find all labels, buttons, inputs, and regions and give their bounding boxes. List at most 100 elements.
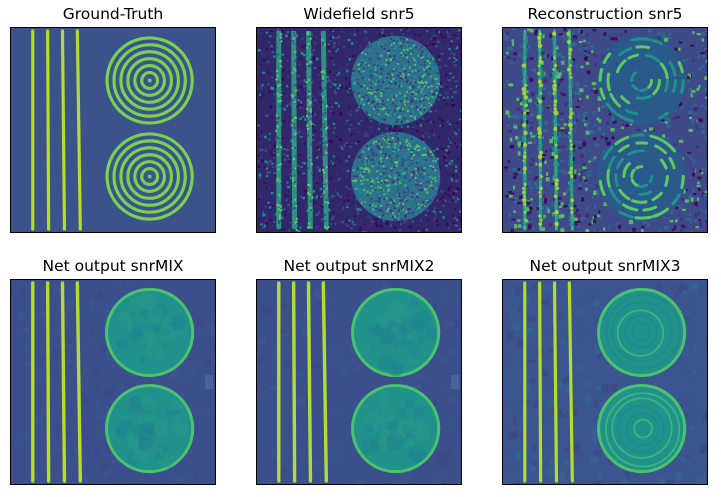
background-noise — [451, 99, 454, 101]
disc-noise — [353, 175, 356, 178]
net-disc-texture — [170, 400, 181, 411]
background-noise — [394, 126, 398, 129]
net-disc-texture — [148, 325, 162, 339]
background-noise — [563, 28, 567, 32]
background-noise — [388, 220, 392, 223]
net-disc-texture — [410, 452, 420, 462]
stripe-speckle — [536, 103, 541, 108]
background-noise — [575, 66, 579, 69]
background-noise — [449, 72, 453, 75]
background-noise — [334, 222, 337, 226]
background-texture — [684, 412, 690, 419]
stripe-noise — [323, 153, 326, 156]
disc-noise — [359, 105, 362, 108]
background-noise — [295, 105, 299, 108]
background-noise — [338, 84, 341, 87]
stripe-noise — [324, 118, 327, 121]
background-noise — [460, 81, 461, 85]
background-noise — [671, 143, 677, 147]
background-noise — [452, 61, 456, 64]
disc-noise — [421, 49, 424, 52]
disc-noise — [422, 109, 425, 112]
stripe-2 — [45, 281, 51, 483]
background-noise — [607, 123, 610, 126]
background-texture — [195, 471, 199, 479]
background-texture — [550, 381, 555, 387]
background-texture — [675, 471, 682, 480]
background-noise — [517, 141, 522, 146]
disc-noise — [389, 197, 392, 200]
disc-noise — [390, 167, 393, 170]
stripe-3 — [60, 29, 67, 231]
stripe-noise — [275, 34, 278, 37]
background-texture — [358, 297, 365, 304]
disc-noise — [364, 89, 366, 92]
disc-noise — [421, 88, 424, 91]
background-noise — [288, 102, 292, 106]
disc-noise — [375, 205, 378, 208]
disc-noise — [401, 164, 404, 167]
background-texture — [34, 417, 43, 424]
background-texture — [625, 472, 631, 480]
disc-noise — [385, 197, 388, 200]
net-disc-texture — [407, 357, 414, 365]
background-noise — [330, 37, 333, 40]
background-noise — [332, 155, 336, 158]
net-disc-texture — [379, 333, 391, 345]
background-noise — [642, 221, 647, 225]
background-noise — [337, 71, 341, 75]
disc-noise — [375, 63, 378, 66]
background-noise — [286, 197, 288, 199]
background-noise — [698, 118, 703, 123]
disc-noise — [390, 82, 393, 85]
background-noise — [514, 224, 517, 229]
disc-noise — [415, 89, 418, 92]
background-noise — [548, 223, 552, 227]
disc-noise — [356, 167, 359, 170]
background-noise — [447, 35, 450, 38]
net-disc-texture — [144, 353, 159, 368]
background-noise — [329, 39, 333, 42]
background-noise — [366, 215, 369, 218]
disc-noise — [401, 207, 403, 210]
disc-noise — [437, 83, 440, 86]
disc-noise — [390, 80, 393, 83]
background-texture — [56, 330, 64, 334]
background-noise — [317, 89, 320, 93]
background-noise — [265, 221, 269, 224]
background-noise — [282, 119, 286, 123]
disc-noise — [372, 107, 375, 110]
background-noise — [641, 225, 645, 229]
background-noise — [703, 193, 707, 197]
stripe-2 — [538, 281, 543, 483]
stripe-speckle — [552, 40, 556, 44]
background-noise — [681, 224, 685, 227]
disc-noise — [371, 165, 374, 168]
disc-noise — [384, 54, 387, 57]
disc-noise — [401, 162, 404, 165]
background-noise — [701, 31, 705, 37]
background-noise — [583, 111, 588, 115]
stripe-speckle — [538, 178, 542, 183]
background-noise — [541, 96, 545, 100]
disc-noise — [386, 50, 389, 52]
background-noise — [353, 33, 357, 36]
background-texture — [100, 352, 104, 357]
background-noise — [273, 151, 275, 155]
disc-noise — [381, 99, 384, 102]
disc-noise — [420, 112, 423, 115]
disc-noise — [378, 200, 381, 203]
disc-noise — [378, 142, 381, 145]
disc-noise — [392, 133, 395, 136]
background-noise — [505, 194, 510, 198]
disc-noise — [366, 179, 369, 182]
background-texture — [548, 399, 556, 408]
recon-ring-segment — [659, 62, 669, 80]
background-noise — [332, 70, 335, 74]
net-disc-texture — [414, 321, 426, 334]
disc-noise — [382, 156, 385, 159]
stripe-noise — [306, 120, 309, 123]
background-noise — [330, 105, 333, 108]
background-noise — [338, 220, 342, 224]
background-texture — [692, 373, 699, 378]
